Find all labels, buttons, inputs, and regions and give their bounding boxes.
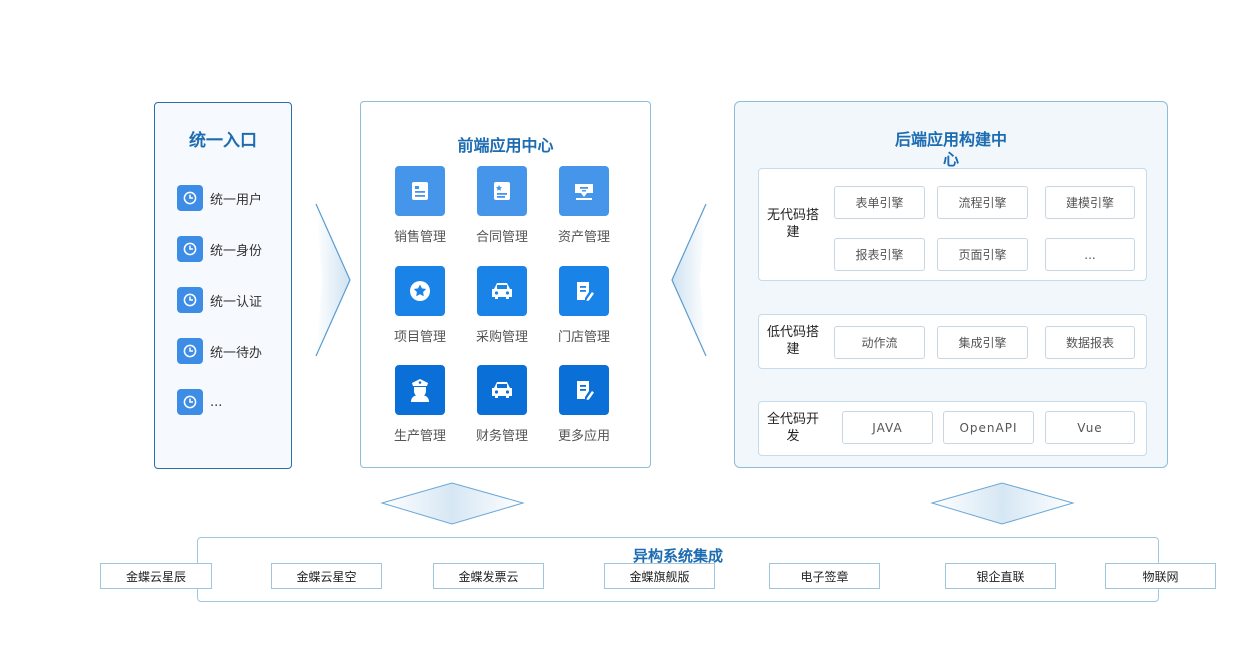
app-label: 更多应用 — [557, 429, 610, 444]
entry-item[interactable]: 统一认证 — [177, 287, 262, 313]
connector-diamond-left — [380, 482, 525, 530]
car-icon — [477, 266, 527, 316]
edit-document-icon — [559, 266, 609, 316]
worker-icon — [395, 365, 445, 415]
asset-icon — [559, 166, 609, 216]
system-box[interactable]: 电子签章 — [769, 563, 880, 589]
app-tile[interactable]: 更多应用 — [544, 365, 624, 444]
entry-item[interactable]: ... — [177, 389, 222, 415]
engine-chip[interactable]: ... — [1045, 238, 1135, 271]
system-box[interactable]: 物联网 — [1105, 563, 1216, 589]
full-code-group: 全代码开发 JAVA OpenAPI Vue — [758, 401, 1147, 456]
app-label: 资产管理 — [557, 230, 610, 245]
engine-chip[interactable]: 报表引擎 — [834, 238, 925, 271]
clock-icon — [177, 236, 203, 262]
unified-entry-panel: 统一入口 统一用户 统一身份 统一认证 统一待办 ... — [154, 102, 292, 469]
contract-icon — [477, 166, 527, 216]
app-tile[interactable]: 资产管理 — [544, 166, 624, 245]
backend-build-center-title: 后端应用构建中心 — [894, 130, 1007, 169]
chevron-left-icon — [668, 200, 710, 360]
entry-item-label: 统一待办 — [210, 345, 263, 361]
frontend-app-center-title: 前端应用中心 — [457, 136, 554, 155]
engine-chip[interactable]: 数据报表 — [1045, 326, 1135, 359]
engine-chip[interactable]: 动作流 — [834, 326, 925, 359]
app-label: 采购管理 — [475, 330, 528, 345]
frontend-app-center-panel: 前端应用中心 销售管理 合同管理 资产管理 项目管理 采购管理 门店管理 — [360, 101, 651, 468]
integration-title: 异构系统集成 — [632, 547, 723, 565]
engine-chip[interactable]: 页面引擎 — [937, 238, 1028, 271]
entry-item-label: 统一认证 — [210, 294, 263, 310]
system-box[interactable]: 金蝶云星辰 — [100, 563, 212, 589]
engine-chip[interactable]: 流程引擎 — [937, 186, 1028, 219]
app-tile[interactable]: 生产管理 — [380, 365, 460, 444]
app-tile[interactable]: 门店管理 — [544, 266, 624, 345]
entry-item-label: ... — [210, 394, 223, 410]
document-icon — [395, 166, 445, 216]
app-label: 生产管理 — [393, 429, 446, 444]
tech-chip[interactable]: Vue — [1045, 411, 1135, 444]
system-box[interactable]: 金蝶旗舰版 — [604, 563, 715, 589]
car-icon — [477, 365, 527, 415]
app-label: 销售管理 — [393, 230, 446, 245]
entry-item[interactable]: 统一待办 — [177, 338, 262, 364]
tech-chip[interactable]: JAVA — [842, 411, 933, 444]
group-label: 无代码搭建 — [767, 208, 820, 240]
app-label: 财务管理 — [475, 429, 528, 444]
entry-item[interactable]: 统一用户 — [177, 185, 262, 211]
unified-entry-title: 统一入口 — [189, 131, 257, 151]
app-tile[interactable]: 采购管理 — [462, 266, 542, 345]
app-label: 门店管理 — [557, 330, 610, 345]
entry-item-label: 统一身份 — [210, 243, 263, 259]
system-box[interactable]: 金蝶云星空 — [271, 563, 382, 589]
app-tile[interactable]: 合同管理 — [462, 166, 542, 245]
chevron-right-icon — [312, 200, 354, 360]
connector-diamond-right — [930, 482, 1075, 530]
clock-icon — [177, 389, 203, 415]
engine-chip[interactable]: 集成引擎 — [937, 326, 1028, 359]
no-code-group: 无代码搭建 表单引擎 流程引擎 建模引擎 报表引擎 页面引擎 ... — [758, 168, 1147, 281]
engine-chip[interactable]: 建模引擎 — [1045, 186, 1135, 219]
star-icon — [395, 266, 445, 316]
system-box[interactable]: 金蝶发票云 — [433, 563, 544, 589]
app-label: 项目管理 — [393, 330, 446, 345]
clock-icon — [177, 185, 203, 211]
app-label: 合同管理 — [475, 230, 528, 245]
app-tile[interactable]: 财务管理 — [462, 365, 542, 444]
clock-icon — [177, 287, 203, 313]
tech-chip[interactable]: OpenAPI — [943, 411, 1034, 444]
app-tile[interactable]: 项目管理 — [380, 266, 460, 345]
app-tile[interactable]: 销售管理 — [380, 166, 460, 245]
clock-icon — [177, 338, 203, 364]
system-box[interactable]: 银企直联 — [945, 563, 1056, 589]
entry-item-label: 统一用户 — [210, 192, 263, 208]
engine-chip[interactable]: 表单引擎 — [834, 186, 925, 219]
group-label: 低代码搭建 — [767, 325, 820, 357]
backend-build-center-panel: 后端应用构建中心 无代码搭建 表单引擎 流程引擎 建模引擎 报表引擎 页面引擎 … — [734, 101, 1168, 468]
entry-item[interactable]: 统一身份 — [177, 236, 262, 262]
low-code-group: 低代码搭建 动作流 集成引擎 数据报表 — [758, 314, 1147, 369]
group-label: 全代码开发 — [767, 412, 820, 444]
edit-document-icon — [559, 365, 609, 415]
